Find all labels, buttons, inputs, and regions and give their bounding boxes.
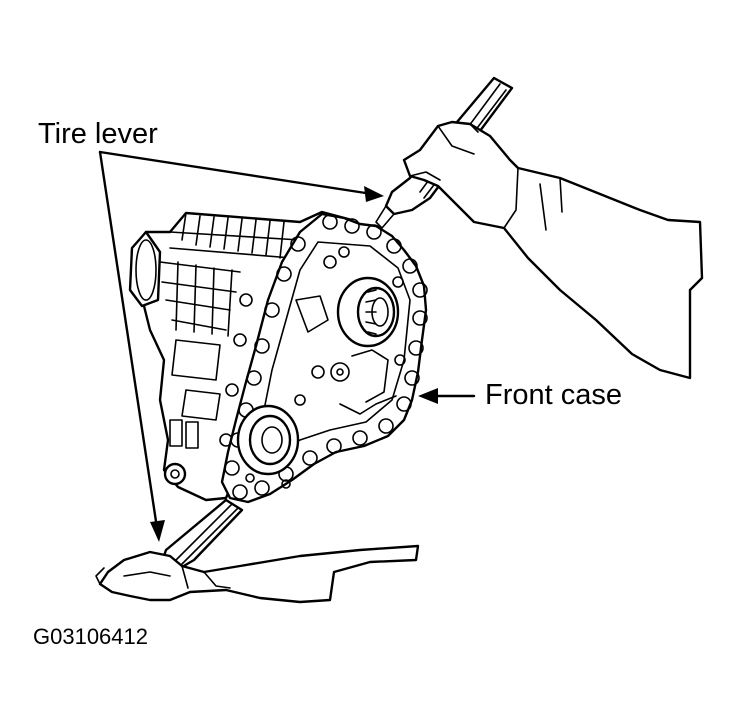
lower-hand (95, 544, 420, 604)
tire-lever-label: Tire lever (38, 118, 158, 150)
figure-code: G03106412 (33, 624, 148, 649)
front-case (220, 212, 428, 504)
front-case-label: Front case (485, 379, 622, 411)
leader-tire-lever-lower (98, 150, 165, 542)
leader-front-case (418, 388, 476, 404)
upper-hand (402, 120, 704, 380)
transfer-case-body (128, 210, 358, 502)
leader-tire-lever-upper (98, 150, 384, 202)
